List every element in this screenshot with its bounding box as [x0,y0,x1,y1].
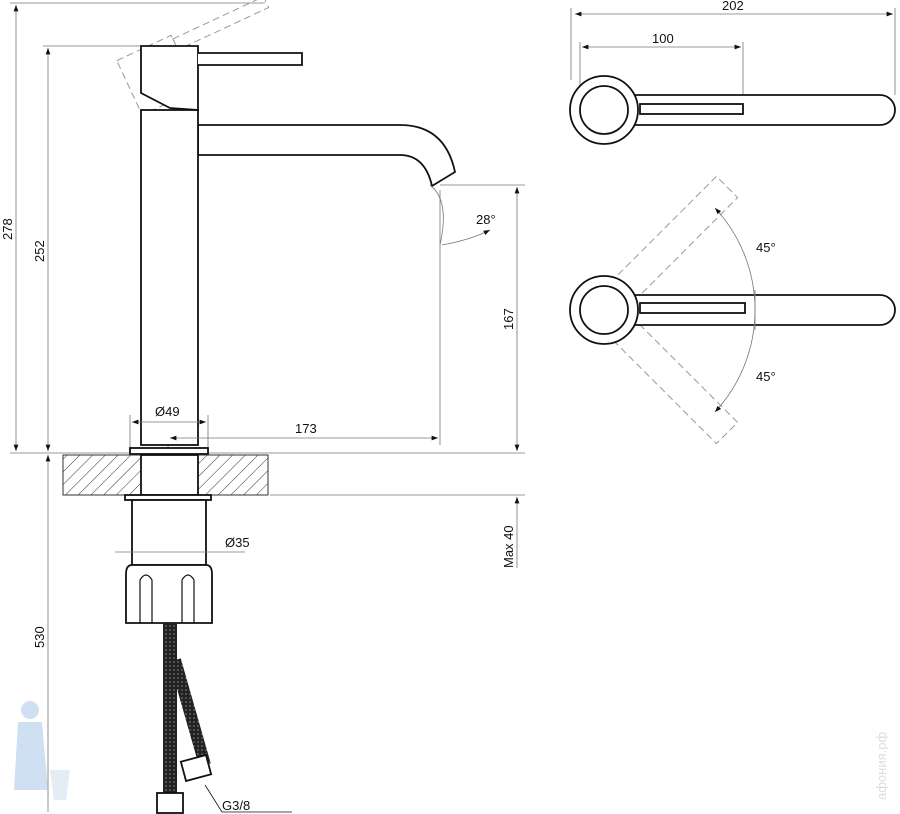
dim-252: 252 [32,240,47,262]
dim-max40: Max 40 [501,525,516,568]
dim-diameter-35: Ø35 [225,535,250,550]
extension-lines [10,2,525,496]
dim-167: 167 [501,308,516,330]
faucet-top-view [569,75,896,145]
faucet-side-view [62,0,491,814]
dim-202: 202 [722,0,744,13]
dim-45-down: 45° [756,369,776,384]
dim-278: 278 [0,218,15,240]
dim-g38: G3/8 [222,798,250,813]
dim-diameter-49: Ø49 [155,404,180,419]
dim-45-up: 45° [756,240,776,255]
overlay-dimension-lines [115,419,438,553]
dim-28-deg: 28° [476,212,496,227]
dimension-labels: 278 252 530 167 Max 40 Ø49 173 Ø35 G3/8 … [0,0,776,813]
faucet-rotation-view [569,175,896,445]
dim-100: 100 [652,31,674,46]
dimension-lines [13,5,896,812]
dim-530: 530 [32,626,47,648]
dim-173: 173 [295,421,317,436]
plumber-logo [14,701,70,800]
watermark: афония.рф [874,732,889,800]
